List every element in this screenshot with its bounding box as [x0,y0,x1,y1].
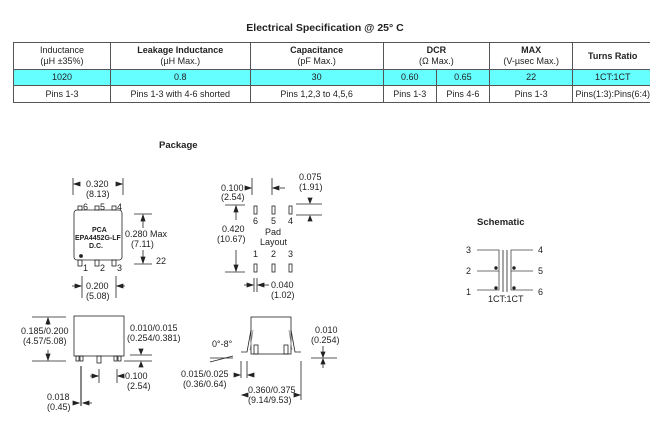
pad-w-in: 0.040 [271,280,294,290]
top-height-mm: (7.11) [131,239,154,249]
pad-span-mm: (10.67) [217,234,246,244]
pin-6: 6 [83,202,88,212]
pin-2: 2 [100,263,105,273]
end-foot-mm: (0.36/0.64) [183,379,227,389]
end-thick-mm: (0.254) [311,335,340,345]
side-lead-mm: (0.45) [47,402,71,412]
package-title: Package [159,140,198,151]
side-view: 0.185/0.200 (4.57/5.08) 0.010/0.015 (0.2… [21,315,181,412]
spec-table: Inductance(µH ±35%) Leakage Inductance(µ… [13,42,650,103]
cell: Pins 1-3 [382,85,437,103]
table-row: 1020 0.8 30 0.60 0.65 22 1CT:1CT [13,69,650,86]
pad-2: 2 [271,249,276,259]
table-row: Pins 1-3 Pins 1-3 with 4-6 shorted Pins … [13,85,650,103]
cell: Pins 1-3 [488,85,574,103]
pad-layout: 0.100 (2.54) 0.075 (1.91) 0.420 (10.67) … [217,172,323,300]
end-angle: 0°-8° [212,339,233,349]
pad-pitch-in: 0.100 [221,183,244,193]
pad-pitch-mm: (2.54) [221,192,245,202]
sch-pin-4: 4 [538,245,543,255]
cell: Pins 1-3 with 4-6 shorted [109,85,251,103]
top-view: 0.320 (8.13) 6 5 4 1 2 3 PCA EPA4452G-LF… [72,178,168,301]
sch-pin-6: 6 [538,287,543,297]
pad-span-in: 0.420 [222,224,245,234]
header-leakage: Leakage Inductance(µH Max.) [109,42,251,70]
cell: 22 [488,69,574,86]
page-title: Electrical Specification @ 25° C [246,22,404,34]
top-pitch-in: 0.200 [86,281,109,291]
header-max: MAX(V-µsec Max.) [488,42,574,70]
cell: 30 [249,69,384,86]
header-turns-ratio: Turns Ratio [572,42,650,70]
side-standoff-mm: (0.254/0.381) [127,333,181,343]
pad-4: 4 [288,216,293,226]
pad-3: 3 [288,249,293,259]
marking-line1: PCA [92,227,107,234]
top-width-in: 0.320 [86,179,109,189]
end-view: 0°-8° 0.015/0.025 (0.36/0.64) 0.360/0.37… [181,316,340,405]
pad-len-mm: (1.91) [299,182,323,192]
sch-pin-5: 5 [538,266,543,276]
end-span-mm: (9.14/9.53) [248,395,292,405]
cell: Pins 1-3 [13,85,111,103]
pin-1: 1 [83,263,88,273]
side-standoff-in: 0.010/0.015 [130,323,178,333]
sch-ratio: 1CT:1CT [488,294,524,304]
top-width-mm: (8.13) [86,189,110,199]
header-inductance: Inductance(µH ±35%) [13,42,111,70]
side-lead-in: 0.018 [47,392,70,402]
side-pitch-mm: (2.54) [127,381,151,391]
marking-line3: D.C. [89,243,103,250]
cell: Pins 1,2,3 to 4,5,6 [249,85,384,103]
pin-5: 5 [100,202,105,212]
pad-6: 6 [253,216,258,226]
side-height-mm: (4.57/5.08) [23,336,67,346]
pad-label2: Layout [260,237,288,247]
side-height-in: 0.185/0.200 [21,326,69,336]
sch-pin-1: 1 [466,287,471,297]
pad-5: 5 [271,216,276,226]
pad-w-mm: (1.02) [271,290,295,300]
sch-pin-2: 2 [466,266,471,276]
end-foot-in: 0.015/0.025 [181,369,229,379]
end-span-in: 0.360/0.375 [248,385,296,395]
top-note: 22 [156,256,166,266]
pin-4: 4 [117,202,122,212]
side-pitch-in: 0.100 [125,371,148,381]
marking-line2: EPA4452G-LF [75,235,121,242]
sch-pin-3: 3 [466,245,471,255]
pin-3: 3 [117,263,122,273]
cell: 0.8 [109,69,251,86]
pad-len-in: 0.075 [299,172,322,182]
top-pitch-mm: (5.08) [86,291,110,301]
top-height-in: 0.280 Max [125,229,168,239]
pad-1: 1 [253,249,258,259]
pad-label1: Pad [265,227,281,237]
end-thick-in: 0.010 [315,325,338,335]
schematic-diagram: 3 2 1 4 5 6 1CT:1CT [466,245,543,304]
cell: 0.60 [382,69,437,86]
schematic-title: Schematic [477,217,525,228]
cell: Pins(1:3):Pins(6:4) [572,85,650,103]
